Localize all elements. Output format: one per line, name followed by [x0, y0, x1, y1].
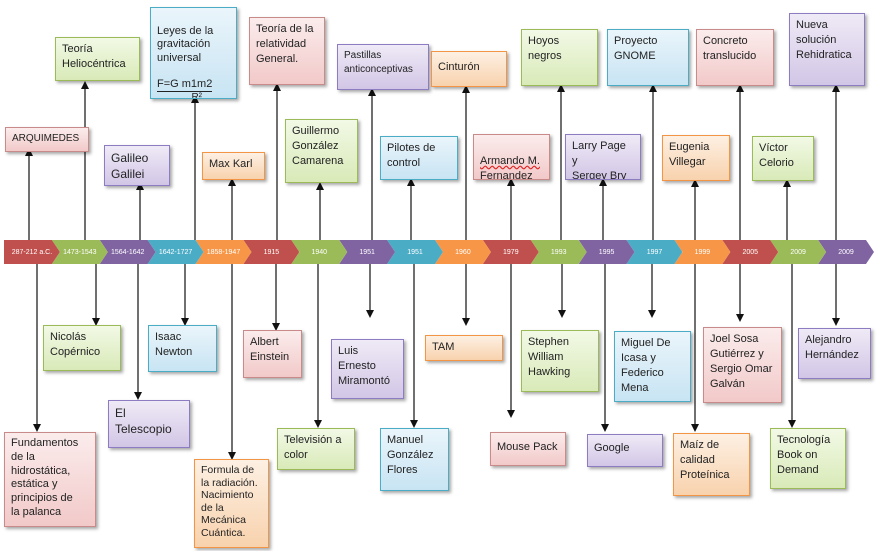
formula-denominador: R² [191, 92, 202, 99]
timeline-segment: 1951 [339, 240, 395, 264]
event-fundamentos: Fundamentos de la hidrostática, estática… [4, 432, 96, 527]
timeline-segment: 2009 [770, 240, 826, 264]
event-pilotes: Pilotes de control [380, 136, 458, 180]
event-relatividad: Teoría de la relatividad General. [249, 17, 325, 85]
timeline-segment: 1960 [435, 240, 491, 264]
timeline-segment: 2009 [818, 240, 874, 264]
leyes-gravitacion-text: Leyes de la gravitación universal [157, 25, 214, 64]
event-formula-radiacion: Formula de la radiación. Nacimiento de l… [194, 459, 269, 548]
event-armando: Armando M. Fernandez [473, 134, 550, 180]
timeline-segment: 1999 [674, 240, 730, 264]
event-arquimedes: ARQUIMEDES [5, 127, 89, 152]
timeline-segment: 2005 [722, 240, 778, 264]
timeline-segment: 1940 [291, 240, 347, 264]
event-television: Televisión a color [277, 428, 355, 470]
timeline-segment: 1642-1727 [148, 240, 204, 264]
event-tecnologia: Tecnología Book on Demand [770, 428, 846, 489]
event-pastillas: Pastillas anticonceptivas [337, 44, 429, 90]
event-max-karl: Max Karl [202, 152, 265, 180]
timeline-segment: 1915 [243, 240, 299, 264]
event-victor: Víctor Celorio [752, 136, 814, 181]
event-alejandro: Alejandro Hernández [798, 328, 871, 379]
event-isaac: Isaac Newton [148, 325, 217, 372]
event-galileo: Galileo Galilei [104, 145, 170, 186]
event-manuel: Manuel González Flores [380, 428, 449, 491]
timeline-segment: 1993 [531, 240, 587, 264]
event-telescopio: El Telescopio [108, 400, 190, 448]
event-nueva-solucion: Nueva solución Rehidratica [789, 13, 865, 86]
timeline-segment: 287-212 a.C. [4, 240, 60, 264]
event-eugenia: Eugenia Villegar [662, 135, 730, 181]
timeline-segment: 1995 [579, 240, 635, 264]
event-google: Google [587, 434, 663, 467]
timeline-segment: 1858-1947 [196, 240, 252, 264]
timeline-segment: 1997 [627, 240, 683, 264]
armando-text: Armando M. Fernandez [480, 154, 540, 180]
event-miguel: Miguel De Icasa y Federico Mena [614, 331, 691, 402]
event-stephen: Stephen William Hawking [521, 330, 599, 392]
timeline-segment: 1951 [387, 240, 443, 264]
event-tam: TAM [425, 335, 503, 361]
event-leyes-gravitacion: Leyes de la gravitación universal F=G m1… [150, 7, 237, 99]
event-mouse-pack: Mouse Pack [490, 432, 566, 466]
timeline-segment: 1564-1642 [100, 240, 156, 264]
event-luis: Luis Ernesto Miramontó [331, 339, 404, 399]
timeline-segment: 1979 [483, 240, 539, 264]
event-nicolas: Nicolás Copérnico [43, 325, 121, 371]
event-joel: Joel Sosa Gutiérrez y Sergio Omar Galván [703, 327, 782, 403]
event-guillermo: Guillermo González Camarena [285, 119, 358, 183]
event-albert: Albert Einstein [243, 330, 302, 378]
event-hoyos-negros: Hoyos negros [521, 29, 598, 86]
event-larry-page: Larry Page y Sergey Bry [565, 134, 641, 180]
event-cinturon: Cinturón [431, 51, 507, 87]
event-concreto: Concreto translucido [696, 29, 774, 86]
event-maiz: Maíz de calidad Proteínica [673, 433, 750, 496]
formula-gravitacion: F=G m1m2 [157, 78, 213, 93]
timeline-segment: 1473-1543 [52, 240, 108, 264]
event-proyecto-gnome: Proyecto GNOME [607, 29, 689, 86]
event-teoria-heliocentrica: Teoría Heliocéntrica [55, 37, 140, 81]
